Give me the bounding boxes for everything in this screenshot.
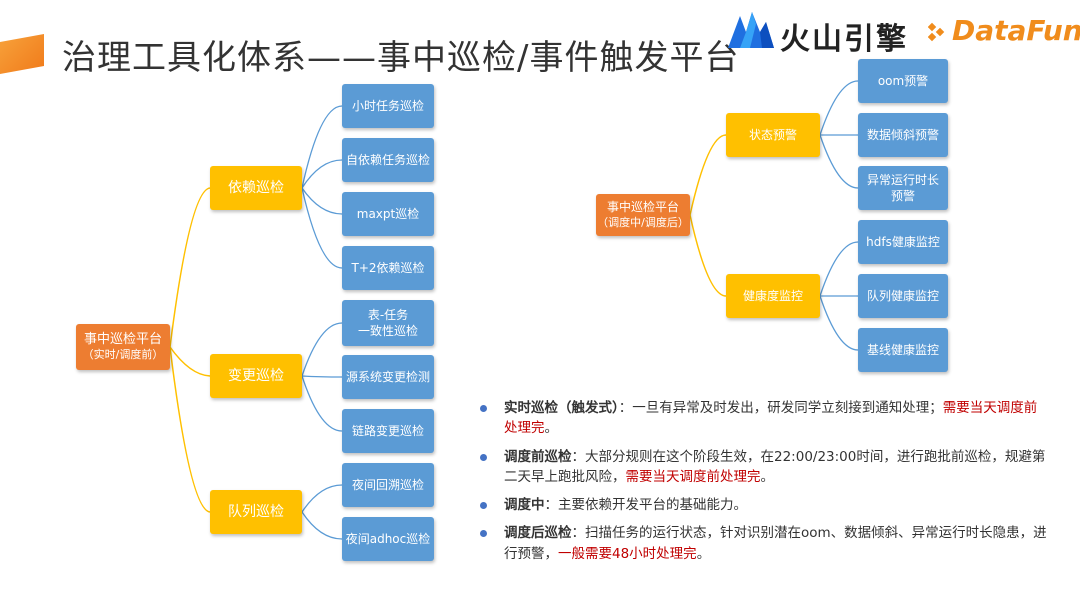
leaf-node: 链路变更巡检 bbox=[342, 409, 434, 453]
note-tail: 。 bbox=[544, 420, 559, 437]
note-text: ：主要依赖开发平台的基础能力。 bbox=[544, 497, 748, 513]
notes-list: 实时巡检（触发式）：一旦有异常及时发出，研发同学立刻接到通知处理；需要当天调度前… bbox=[478, 398, 1048, 572]
right-root-line1: 事中巡检平台 bbox=[606, 200, 679, 215]
connector-dep-4 bbox=[301, 187, 343, 269]
leaf-node: 夜间adhoc巡检 bbox=[342, 517, 434, 561]
page-title: 治理工具化体系——事中巡检/事件触发平台 bbox=[62, 38, 740, 78]
connector-dep-2 bbox=[301, 159, 343, 189]
connector-root-change bbox=[169, 346, 211, 377]
note-tail: 。 bbox=[696, 545, 711, 562]
connector-queue-1 bbox=[301, 484, 343, 513]
note-item: 实时巡检（触发式）：一旦有异常及时发出，研发同学立刻接到通知处理；需要当天调度前… bbox=[478, 398, 1048, 439]
volcano-engine-logo-icon bbox=[728, 12, 774, 48]
bullet-icon bbox=[480, 453, 487, 461]
connector-status-3 bbox=[819, 134, 859, 189]
leaf-node: hdfs健康监控 bbox=[858, 220, 948, 264]
connector-dep-1 bbox=[301, 105, 343, 189]
left-root-node: 事中巡检平台 （实时/调度前） bbox=[76, 324, 170, 370]
note-text: ：扫描任务的运行状态，针对识别潜在oom、数据倾斜、异常运行时长隐患，进行预警， bbox=[504, 525, 1047, 562]
connector-status-1 bbox=[819, 80, 859, 136]
note-highlight: 一般需要48小时处理完 bbox=[558, 545, 697, 562]
datafun-logo-icon bbox=[928, 22, 945, 42]
connector-chg-2 bbox=[301, 375, 343, 378]
note-text: ：大部分规则在这个阶段生效，在22:00/23:00时间，进行跑批前巡检，规避第… bbox=[504, 448, 1046, 485]
datafun-logo-text: DataFun. bbox=[952, 14, 1080, 47]
connector-root-dependency bbox=[169, 187, 211, 348]
note-term: 调度前巡检 bbox=[504, 448, 572, 465]
connector-health-3 bbox=[819, 295, 859, 351]
note-tail: 。 bbox=[760, 468, 775, 485]
leaf-node: 数据倾斜预警 bbox=[858, 113, 948, 157]
note-item: 调度中：主要依赖开发平台的基础能力。 bbox=[478, 495, 1048, 515]
group-node-status-alert: 状态预警 bbox=[726, 113, 820, 157]
leaf-node: 源系统变更检测 bbox=[342, 355, 434, 399]
connector-right-root-status bbox=[689, 134, 727, 216]
note-term: 实时巡检（触发式） bbox=[504, 400, 619, 416]
leaf-node: oom预警 bbox=[858, 59, 948, 103]
left-root-line1: 事中巡检平台 bbox=[83, 331, 162, 347]
bullet-icon bbox=[480, 405, 487, 412]
note-item: 调度前巡检：大部分规则在这个阶段生效，在22:00/23:00时间，进行跑批前巡… bbox=[478, 447, 1048, 488]
connector-dep-3 bbox=[301, 187, 343, 215]
note-highlight: 需要当天调度前处理完 bbox=[504, 400, 1038, 437]
group-node-change: 变更巡检 bbox=[210, 354, 302, 398]
right-root-line2: （调度中/调度后） bbox=[597, 215, 689, 229]
note-highlight: 需要当天调度前处理完 bbox=[625, 468, 761, 485]
bullet-icon bbox=[480, 530, 487, 538]
right-root-node: 事中巡检平台 （调度中/调度后） bbox=[596, 194, 690, 236]
group-node-queue: 队列巡检 bbox=[210, 490, 302, 534]
leaf-node: maxpt巡检 bbox=[342, 192, 434, 236]
note-term: 调度中 bbox=[504, 497, 545, 513]
note-term: 调度后巡检 bbox=[504, 525, 572, 542]
note-text: ：一旦有异常及时发出，研发同学立刻接到通知处理； bbox=[618, 400, 943, 416]
connector-chg-3 bbox=[301, 375, 343, 432]
volcano-engine-logo-text: 火山引擎 bbox=[780, 22, 908, 57]
leaf-node: 自依赖任务巡检 bbox=[342, 138, 434, 182]
bullet-icon bbox=[480, 502, 487, 509]
leaf-node: 基线健康监控 bbox=[858, 328, 948, 372]
leaf-node: 表-任务 一致性巡检 bbox=[342, 300, 434, 346]
connector-queue-2 bbox=[301, 511, 343, 540]
leaf-node: 队列健康监控 bbox=[858, 274, 948, 318]
note-item: 调度后巡检：扫描任务的运行状态，针对识别潜在oom、数据倾斜、异常运行时长隐患，… bbox=[478, 523, 1048, 564]
group-node-health-monitor: 健康度监控 bbox=[726, 274, 820, 318]
connector-right-root-health bbox=[689, 214, 727, 297]
leaf-node: 小时任务巡检 bbox=[342, 84, 434, 128]
connector-chg-1 bbox=[301, 322, 343, 377]
group-node-dependency: 依赖巡检 bbox=[210, 166, 302, 210]
connector-root-queue bbox=[169, 346, 211, 513]
leaf-node: 异常运行时长预警 bbox=[858, 166, 948, 210]
leaf-node: 夜间回溯巡检 bbox=[342, 463, 434, 507]
connector-health-1 bbox=[819, 241, 859, 297]
left-root-line2: （实时/调度前） bbox=[82, 348, 164, 362]
leaf-node: T+2依赖巡检 bbox=[342, 246, 434, 290]
